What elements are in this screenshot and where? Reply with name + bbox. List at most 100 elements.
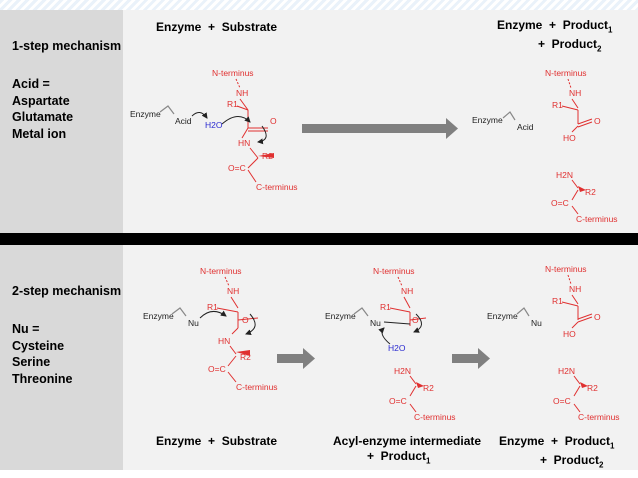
top-header-reactants-text: Enzyme + Substrate xyxy=(156,20,278,34)
n-terminus-label: N-terminus xyxy=(545,68,587,78)
reaction-arrow xyxy=(277,348,315,369)
n-terminus-label: N-terminus xyxy=(212,68,254,78)
r1-label: R1 xyxy=(552,100,563,110)
n-terminus-label: N-terminus xyxy=(200,266,242,276)
o-eq-c-label: O=C xyxy=(228,163,246,173)
enzyme-label: Enzyme xyxy=(487,311,518,321)
one-step-enzyme: Enzyme Acid H2O xyxy=(130,105,267,145)
one-step-substrate: N-terminus NH R1 O HN R2 O=C C-terminus xyxy=(212,68,298,192)
subscript: 1 xyxy=(610,441,615,451)
enzyme-label: Enzyme xyxy=(472,115,503,125)
carbonyl-o-label: O xyxy=(242,315,249,325)
bottom-footer-intermediate: Acyl-enzyme intermediate + Product1 xyxy=(333,434,481,468)
r2-label: R2 xyxy=(262,151,273,161)
h2n-label: H2N xyxy=(394,366,411,376)
bottom-footer-product2-text: + Product xyxy=(540,453,600,468)
subscript: 1 xyxy=(608,25,613,35)
carbonyl-o-label: O xyxy=(594,312,601,322)
r2-label: R2 xyxy=(585,187,596,197)
n-terminus-label: N-terminus xyxy=(545,264,587,274)
acid-label: Acid xyxy=(175,116,192,126)
two-step-title: 2-step mechanism xyxy=(12,284,122,298)
ho-label: HO xyxy=(563,133,576,143)
one-step-title: 1-step mechanism xyxy=(12,39,122,53)
water-label: H2O xyxy=(205,120,223,130)
bottom-footer-product1-text: Enzyme + Product xyxy=(499,434,611,448)
o-eq-c-label: O=C xyxy=(389,396,407,406)
nh-label: NH xyxy=(569,284,581,294)
one-step-panel xyxy=(0,10,638,233)
water-label: H2O xyxy=(388,343,406,353)
nu-list-item: Nu = xyxy=(12,322,40,336)
two-step-substrate: N-terminus NH R1 O HN R2 O=C C-terminus … xyxy=(143,266,278,392)
nh-label: NH xyxy=(227,286,239,296)
nu-list-item: Cysteine xyxy=(12,338,65,353)
one-step-products: N-terminus NH R1 O HO Enzyme Acid H2N R2… xyxy=(472,68,618,224)
bottom-footer-reactants: Enzyme + Substrate xyxy=(156,434,277,448)
hn-label: HN xyxy=(238,138,250,148)
bottom-footer-mid-product-text: + Product xyxy=(367,449,427,463)
two-step-panel xyxy=(0,245,638,470)
one-step-sidebar xyxy=(0,10,123,233)
r2-label: R2 xyxy=(240,352,251,362)
top-header-products: Enzyme + Product1 + Product2 xyxy=(497,18,612,57)
top-header-product1-text: Enzyme + Product xyxy=(497,18,609,32)
carbonyl-o-label: O xyxy=(412,315,419,325)
hn-label: HN xyxy=(218,336,230,346)
c-terminus-label: C-terminus xyxy=(578,412,620,422)
nu-list-item: Threonine xyxy=(12,371,73,386)
reaction-arrow xyxy=(452,348,490,369)
nh-label: NH xyxy=(236,88,248,98)
top-header-reactants: Enzyme + Substrate xyxy=(156,20,277,34)
carbonyl-o-label: O xyxy=(270,116,277,126)
two-step-products: N-terminus NH R1 O HO Enzyme Nu H2N R2 O… xyxy=(487,264,620,422)
reaction-arrow xyxy=(302,118,458,139)
nh-label: NH xyxy=(401,286,413,296)
nu-label: Nu xyxy=(531,318,542,328)
bottom-footer-reactants-text: Enzyme + Substrate xyxy=(156,434,278,448)
r1-label: R1 xyxy=(207,302,218,312)
h2n-label: H2N xyxy=(556,170,573,180)
subscript: 2 xyxy=(599,460,604,470)
r1-label: R1 xyxy=(552,296,563,306)
nu-list-item: Serine xyxy=(12,355,51,369)
carbonyl-o-label: O xyxy=(594,116,601,126)
o-eq-c-label: O=C xyxy=(553,396,571,406)
one-step-acid-list: Acid = Aspartate Glutamate Metal ion xyxy=(12,76,73,142)
c-terminus-label: C-terminus xyxy=(414,412,456,422)
r1-label: R1 xyxy=(380,302,391,312)
r1-label: R1 xyxy=(227,99,238,109)
acid-list-item: Metal ion xyxy=(12,126,67,141)
bottom-gap xyxy=(0,470,638,478)
r2-label: R2 xyxy=(423,383,434,393)
two-step-sidebar xyxy=(0,245,123,470)
o-eq-c-label: O=C xyxy=(208,364,226,374)
enzyme-label: Enzyme xyxy=(130,109,161,119)
nh-label: NH xyxy=(569,88,581,98)
nu-label: Nu xyxy=(370,318,381,328)
acid-list-item: Glutamate xyxy=(12,110,74,124)
r2-label: R2 xyxy=(587,383,598,393)
acid-list-item: Acid = xyxy=(12,77,50,91)
bottom-footer-intermediate-text: Acyl-enzyme intermediate xyxy=(333,434,482,448)
subscript: 1 xyxy=(426,456,431,466)
nu-label: Nu xyxy=(188,318,199,328)
h2n-label: H2N xyxy=(558,366,575,376)
subscript: 2 xyxy=(597,44,602,54)
acyl-enzyme-intermediate: N-terminus NH R1 O Enzyme Nu H2O H2N R2 … xyxy=(325,266,456,422)
c-terminus-label: C-terminus xyxy=(576,214,618,224)
top-stripe xyxy=(0,0,638,10)
c-terminus-label: C-terminus xyxy=(256,182,298,192)
c-terminus-label: C-terminus xyxy=(236,382,278,392)
bottom-footer-products: Enzyme + Product1 + Product2 xyxy=(499,434,614,473)
enzyme-label: Enzyme xyxy=(143,311,174,321)
o-eq-c-label: O=C xyxy=(551,198,569,208)
top-header-product2-text: + Product xyxy=(538,37,598,52)
acid-label: Acid xyxy=(517,122,534,132)
two-step-nu-list: Nu = Cysteine Serine Threonine xyxy=(12,321,72,387)
n-terminus-label: N-terminus xyxy=(373,266,415,276)
panel-divider xyxy=(0,233,638,245)
ho-label: HO xyxy=(563,329,576,339)
acid-list-item: Aspartate xyxy=(12,93,70,108)
